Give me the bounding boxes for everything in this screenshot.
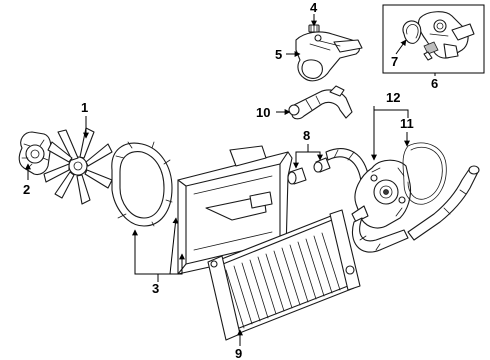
callout-8: 8	[303, 128, 310, 143]
fan-clutch-part	[18, 131, 52, 176]
callout-12: 12	[386, 90, 400, 105]
callout-5: 5	[275, 47, 282, 62]
callout-6: 6	[431, 76, 438, 91]
callout-1: 1	[81, 100, 88, 115]
bypass-hose-part	[407, 165, 480, 241]
callout-3: 3	[152, 281, 159, 296]
radiator-part	[207, 209, 361, 341]
hose-connector-left-part	[287, 167, 307, 185]
fan-shroud-ring-part	[111, 141, 173, 227]
water-pump-gasket-part	[402, 142, 447, 205]
cooling-fan-part	[43, 127, 113, 205]
water-pump-part	[351, 159, 412, 229]
lower-hose-part	[352, 217, 409, 253]
thermostat-inset-box	[382, 4, 485, 74]
leader-lines	[25, 14, 436, 346]
inlet-pipe-part	[288, 85, 353, 120]
radiator-cap-part	[308, 24, 320, 33]
callout-2: 2	[23, 182, 30, 197]
callout-4: 4	[310, 0, 318, 15]
hose-connector-right-part	[313, 157, 331, 173]
leader-8	[295, 144, 309, 168]
thermostat-seal-part	[402, 20, 422, 44]
leader-7	[395, 39, 407, 55]
callout-11: 11	[400, 116, 414, 131]
callout-10: 10	[256, 105, 270, 120]
leader-3	[134, 230, 183, 275]
temperature-sensor-part	[423, 41, 439, 61]
callout-9: 9	[235, 346, 242, 360]
water-outlet-part	[295, 31, 363, 82]
callout-7: 7	[391, 54, 398, 69]
